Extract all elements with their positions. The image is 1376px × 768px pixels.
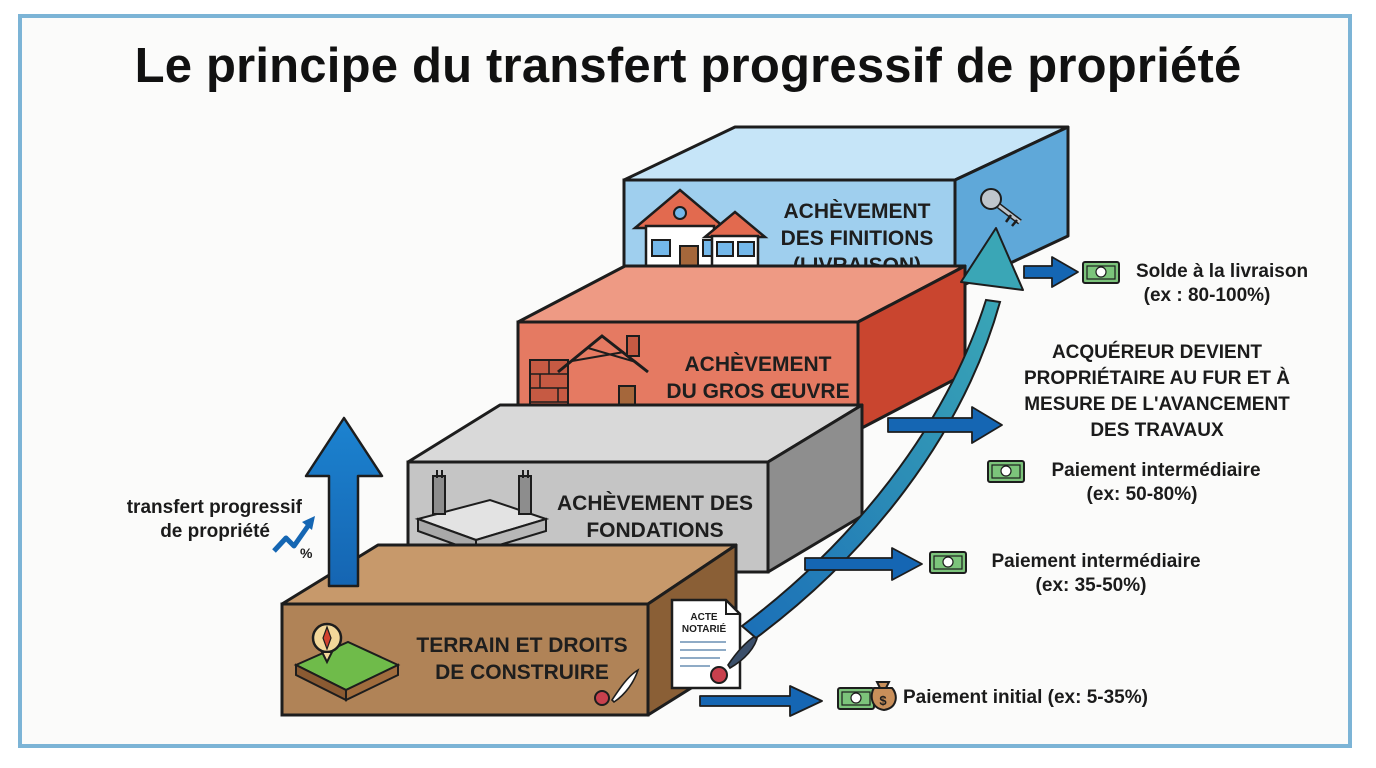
ownership-arrow bbox=[887, 406, 1003, 444]
deed-line2: NOTARIÉ bbox=[682, 622, 727, 635]
payment-2-label: Paiement intermédiaire (ex: 35-50%) bbox=[966, 550, 1226, 598]
money-icon-1 bbox=[837, 687, 875, 710]
seal-quill-icon bbox=[594, 668, 640, 706]
payment-4-label: Solde à la livraison (ex : 80-100%) bbox=[1112, 260, 1332, 308]
step3-line2: DU GROS ŒUVRE bbox=[666, 380, 849, 403]
transfer-label: transfert progressif de propriété bbox=[60, 496, 302, 544]
payment-arrow-2 bbox=[804, 547, 923, 581]
deed-line1: ACTE bbox=[690, 612, 718, 623]
svg-text:$: $ bbox=[879, 693, 887, 708]
ownership-note-line4: DES TRAVAUX bbox=[1090, 420, 1224, 441]
step1-line2: DE CONSTRUIRE bbox=[435, 661, 609, 684]
step1-line1: TERRAIN ET DROITS bbox=[416, 634, 627, 657]
payment-2-title: Paiement intermédiaire bbox=[991, 551, 1201, 572]
money-icon-3 bbox=[987, 460, 1025, 483]
payment-2-range: (ex: 35-50%) bbox=[1035, 575, 1147, 596]
payment-3-label: Paiement intermédiaire (ex: 50-80%) bbox=[1026, 459, 1286, 507]
step4-line2: DES FINITIONS bbox=[781, 227, 934, 250]
step2-line1: ACHÈVEMENT DES bbox=[557, 492, 753, 515]
transfer-label-line2: de propriété bbox=[160, 521, 270, 542]
ownership-note-line2: PROPRIÉTAIRE AU FUR ET À bbox=[1023, 368, 1290, 389]
growth-chart-icon: % bbox=[272, 516, 315, 561]
ownership-note-line3: MESURE DE L'AVANCEMENT bbox=[1024, 394, 1290, 415]
money-icon-2 bbox=[929, 551, 967, 574]
step2-line2: FONDATIONS bbox=[586, 519, 723, 542]
payment-4-title: Solde à la livraison bbox=[1135, 261, 1309, 282]
key-icon bbox=[980, 188, 1022, 227]
money-bag-icon: $ bbox=[870, 681, 897, 712]
payment-3-range: (ex: 50-80%) bbox=[1086, 484, 1198, 505]
notarial-deed-icon: ACTE NOTARIÉ bbox=[670, 598, 760, 690]
ownership-note-line1: ACQUÉREUR DEVIENT bbox=[1051, 342, 1263, 363]
ownership-note: ACQUÉREUR DEVIENT PROPRIÉTAIRE AU FUR ET… bbox=[1002, 340, 1312, 444]
step3-line1: ACHÈVEMENT bbox=[684, 353, 831, 376]
payment-arrow-1 bbox=[699, 685, 823, 717]
construction-icon bbox=[529, 334, 649, 417]
land-plot-icon bbox=[293, 622, 401, 702]
payment-3-title: Paiement intermédiaire bbox=[1051, 460, 1261, 481]
page-title: Le principe du transfert progressif de p… bbox=[134, 39, 1242, 93]
payment-arrow-4 bbox=[1023, 256, 1079, 288]
payment-1-label: Paiement initial (ex: 5-35%) bbox=[903, 687, 1148, 708]
step4-line1: ACHÈVEMENT bbox=[783, 200, 930, 223]
money-icon-4 bbox=[1082, 261, 1120, 284]
transfer-label-line1: transfert progressif bbox=[126, 497, 302, 518]
payment-4-range: (ex : 80-100%) bbox=[1143, 285, 1271, 306]
ownership-up-arrow bbox=[304, 416, 384, 588]
percent-sign: % bbox=[300, 545, 313, 561]
